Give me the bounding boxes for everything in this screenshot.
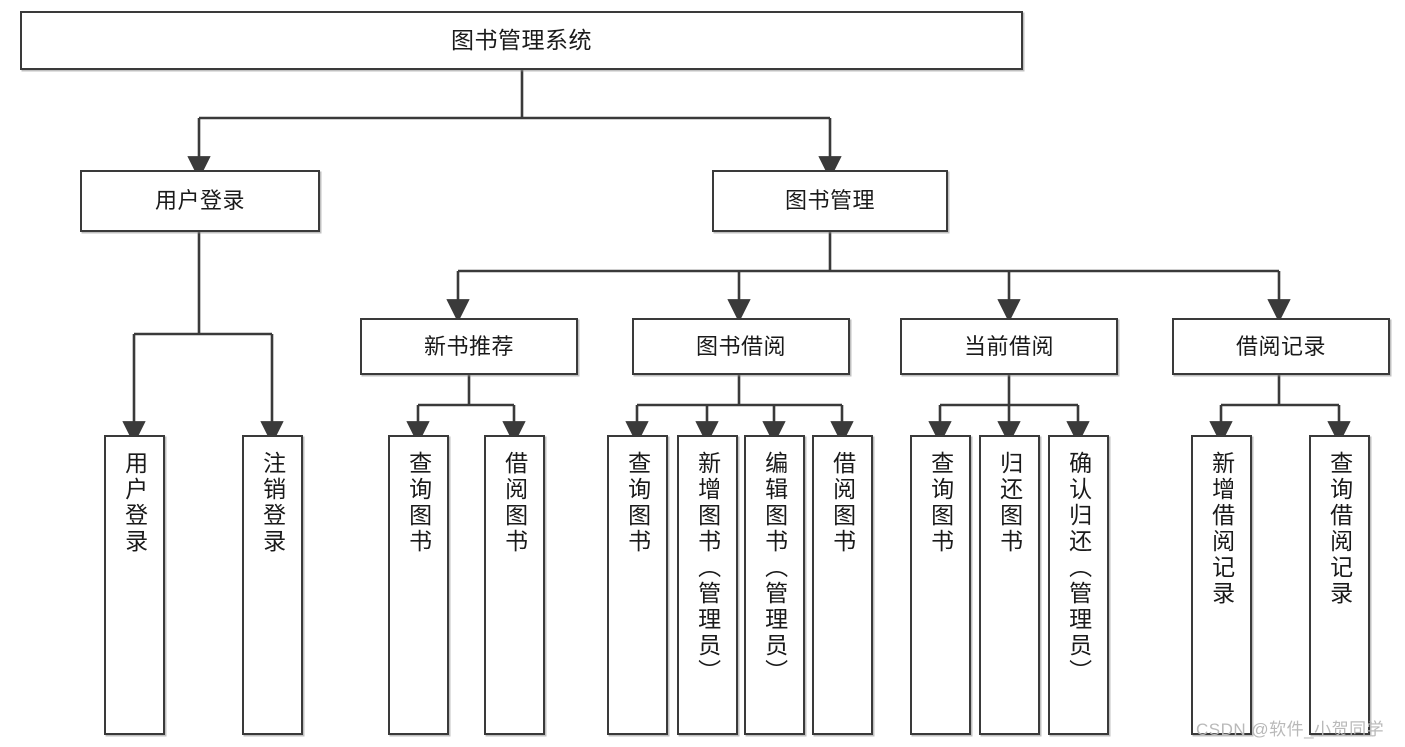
node-leaf-query-book-current[interactable]: 查询图书 bbox=[910, 435, 971, 735]
node-leaf-confirm-return-admin[interactable]: 确认归还（管理员） bbox=[1048, 435, 1109, 735]
node-user-login[interactable]: 用户登录 bbox=[80, 170, 320, 232]
node-leaf-query-book-borrow[interactable]: 查询图书 bbox=[607, 435, 668, 735]
node-new-book-recommend[interactable]: 新书推荐 bbox=[360, 318, 578, 375]
node-label: 查询图书 bbox=[624, 451, 651, 555]
node-label: 借阅图书 bbox=[501, 451, 528, 555]
node-label: 新增图书（管理员） bbox=[694, 451, 721, 685]
node-label: 用户登录 bbox=[154, 188, 245, 214]
node-leaf-add-borrow-record[interactable]: 新增借阅记录 bbox=[1191, 435, 1252, 735]
node-leaf-borrow-book-recommend[interactable]: 借阅图书 bbox=[484, 435, 545, 735]
node-leaf-user-login[interactable]: 用户登录 bbox=[104, 435, 165, 735]
node-leaf-logout[interactable]: 注销登录 bbox=[242, 435, 303, 735]
node-label: 新书推荐 bbox=[423, 333, 514, 359]
node-label: 图书借阅 bbox=[695, 333, 786, 359]
node-label: 确认归还（管理员） bbox=[1065, 451, 1092, 685]
node-label: 新增借阅记录 bbox=[1208, 451, 1235, 607]
node-borrow-records[interactable]: 借阅记录 bbox=[1172, 318, 1390, 375]
node-label: 图书管理 bbox=[784, 188, 875, 214]
node-leaf-return-book[interactable]: 归还图书 bbox=[979, 435, 1040, 735]
node-leaf-edit-book-admin[interactable]: 编辑图书（管理员） bbox=[744, 435, 805, 735]
node-leaf-query-book-recommend[interactable]: 查询图书 bbox=[388, 435, 449, 735]
node-label: 借阅图书 bbox=[829, 451, 856, 555]
csdn-watermark: CSDN @软件_小贺同学 bbox=[1196, 720, 1385, 739]
node-label: 查询图书 bbox=[405, 451, 432, 555]
node-current-borrow[interactable]: 当前借阅 bbox=[900, 318, 1118, 375]
node-book-borrow[interactable]: 图书借阅 bbox=[632, 318, 850, 375]
node-label: 查询图书 bbox=[927, 451, 954, 555]
node-root-system[interactable]: 图书管理系统 bbox=[20, 11, 1023, 70]
node-label: 编辑图书（管理员） bbox=[761, 451, 788, 685]
node-label: 图书管理系统 bbox=[451, 26, 592, 53]
node-label: 查询借阅记录 bbox=[1326, 451, 1353, 607]
node-leaf-add-book-admin[interactable]: 新增图书（管理员） bbox=[677, 435, 738, 735]
node-leaf-query-borrow-record[interactable]: 查询借阅记录 bbox=[1309, 435, 1370, 735]
node-book-management[interactable]: 图书管理 bbox=[712, 170, 948, 232]
node-label: 用户登录 bbox=[121, 451, 148, 555]
node-label: 注销登录 bbox=[259, 451, 286, 555]
node-leaf-borrow-book[interactable]: 借阅图书 bbox=[812, 435, 873, 735]
node-label: 归还图书 bbox=[996, 451, 1023, 555]
node-label: 当前借阅 bbox=[963, 333, 1054, 359]
node-label: 借阅记录 bbox=[1235, 333, 1326, 359]
